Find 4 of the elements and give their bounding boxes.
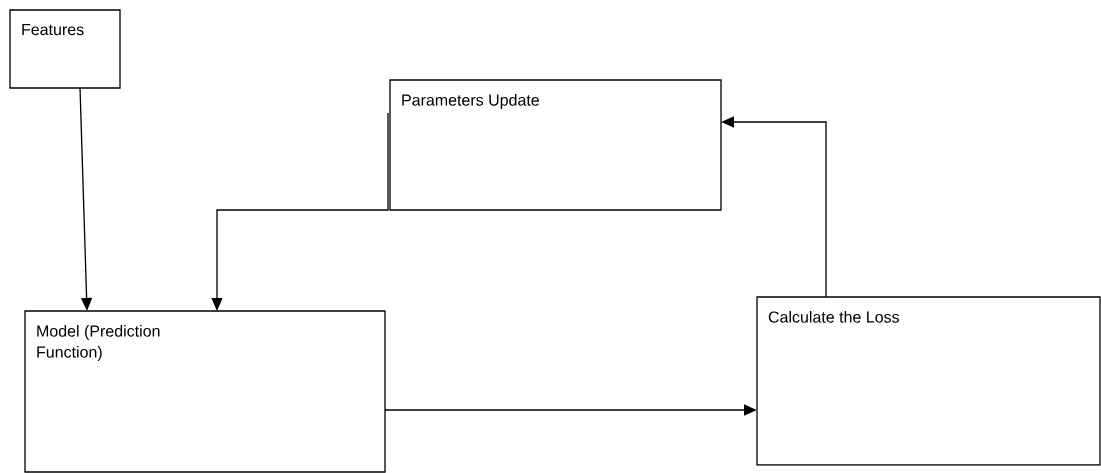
process-box: Parameters Update [389, 79, 722, 211]
process-box: Features [9, 9, 121, 89]
process-box: Model (Prediction Function) [24, 310, 386, 473]
process-box: Calculate the Loss [756, 296, 1101, 466]
